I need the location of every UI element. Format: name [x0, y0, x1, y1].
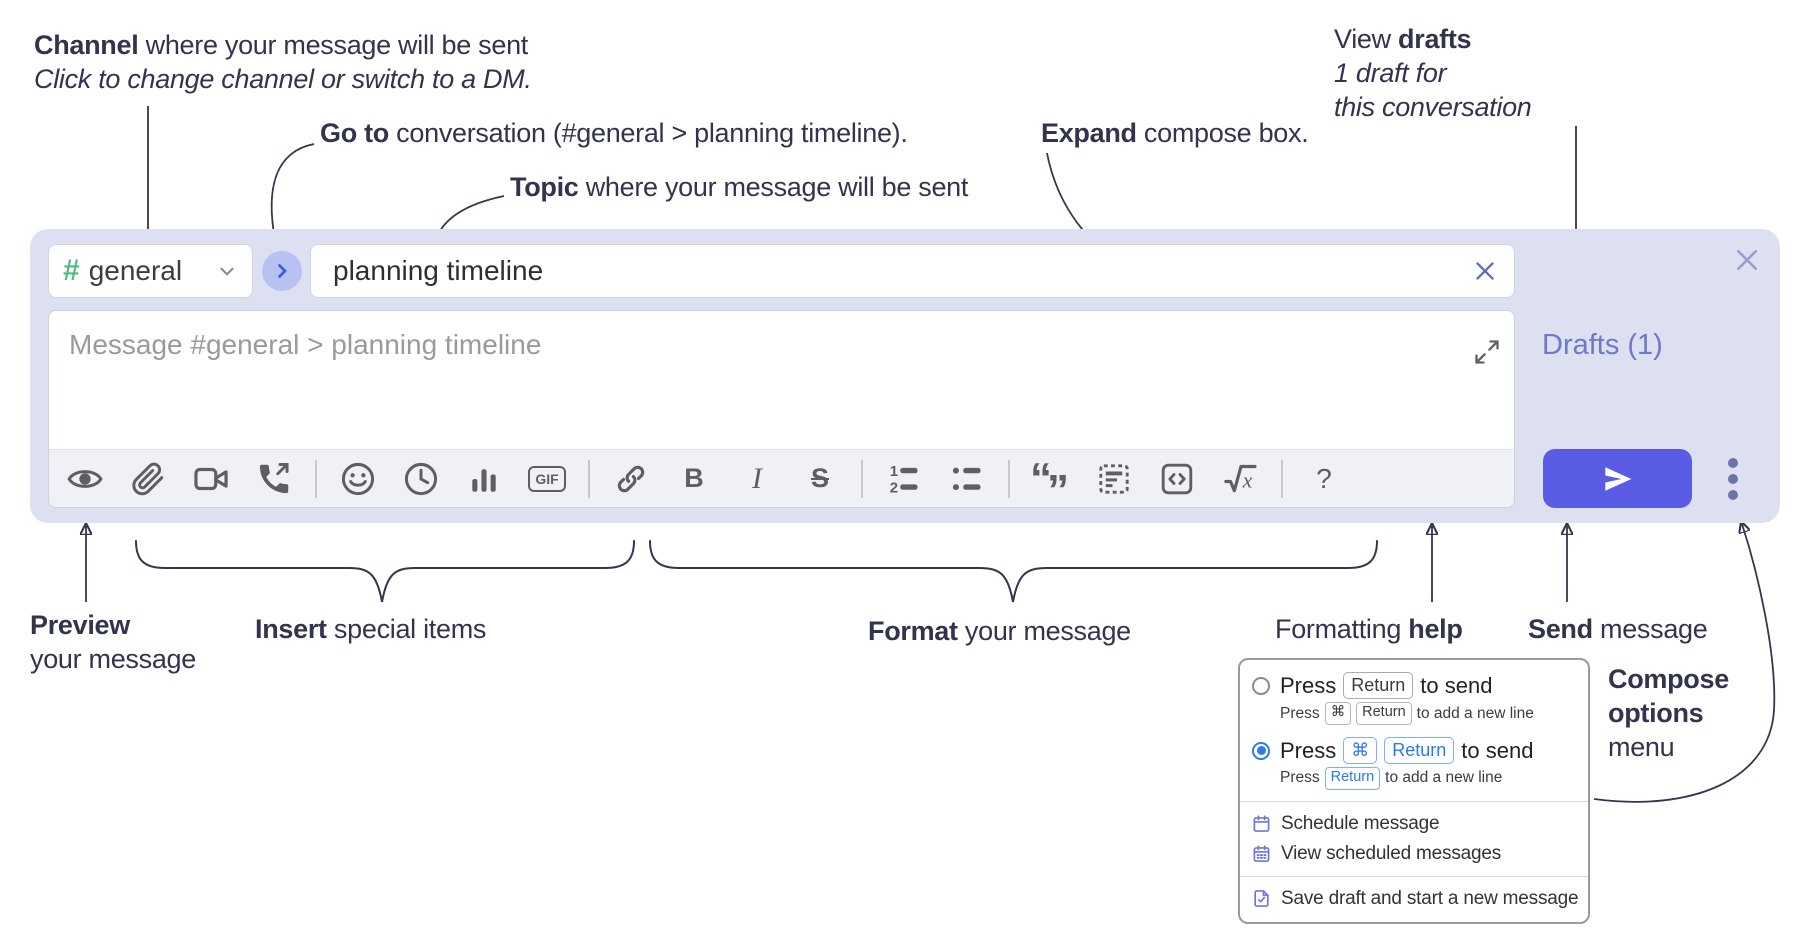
svg-text:1: 1	[890, 463, 898, 480]
compose-box: # general	[30, 229, 1780, 523]
return-key: Return	[1324, 767, 1381, 790]
preview-icon[interactable]	[63, 457, 107, 501]
preview-annotation: Preview your message	[30, 610, 196, 674]
radio-unselected-icon	[1252, 677, 1270, 695]
format-brace	[649, 540, 1378, 603]
channel-selector[interactable]: # general	[48, 244, 253, 298]
expand-compose-icon[interactable]	[1472, 337, 1502, 367]
send-message-annotation: Send message	[1528, 614, 1708, 644]
message-formatting-help-icon[interactable]: ?	[1316, 462, 1332, 494]
strikethrough-icon[interactable]: S	[810, 463, 829, 493]
svg-text:x: x	[1242, 468, 1253, 492]
compose-toolbar: GIF B I S 1 2	[49, 449, 1514, 507]
return-key: Return	[1356, 702, 1412, 725]
compose-options-ellipsis-icon[interactable]	[1720, 453, 1746, 505]
cmd-key: ⌘	[1343, 736, 1378, 765]
compose-options-annotation: Compose options menu	[1608, 664, 1729, 762]
chevron-down-icon	[216, 260, 238, 282]
toolbar-separator	[315, 459, 317, 498]
menu-divider	[1240, 800, 1588, 802]
topic-input[interactable]	[333, 255, 1472, 287]
spoiler-icon[interactable]	[1092, 457, 1136, 501]
audio-call-icon[interactable]	[252, 457, 296, 501]
close-compose-icon[interactable]	[1730, 243, 1764, 277]
link-icon[interactable]	[609, 457, 653, 501]
clear-topic-icon[interactable]	[1472, 258, 1498, 284]
chevron-right-icon	[278, 264, 287, 278]
code-icon[interactable]	[1155, 457, 1199, 501]
menu-option-return-to-send[interactable]: Press Return to send Press ⌘ Return to a…	[1240, 670, 1588, 729]
send-button[interactable]	[1543, 449, 1692, 508]
compose-options-menu: Press Return to send Press ⌘ Return to a…	[1238, 658, 1590, 924]
insert-brace	[135, 540, 635, 603]
quote-icon[interactable]: “”	[1030, 453, 1069, 508]
calendar-icon	[1253, 815, 1270, 833]
view-drafts-annotation: View drafts 1 draft for this conversatio…	[1334, 24, 1532, 122]
insert-annotation: Insert special items	[255, 614, 487, 644]
time-icon[interactable]	[399, 457, 443, 501]
menu-option-cmd-return-to-send[interactable]: Press ⌘ Return to send Press Return to a…	[1240, 735, 1588, 794]
go-to-conversation-button[interactable]	[262, 251, 302, 291]
format-annotation: Format your message	[868, 616, 1131, 646]
radio-selected-icon	[1252, 741, 1270, 760]
italic-icon[interactable]: I	[752, 461, 762, 495]
bold-icon[interactable]: B	[684, 463, 704, 493]
video-call-icon[interactable]	[189, 457, 233, 501]
gif-icon[interactable]: GIF	[525, 457, 569, 501]
cmd-key: ⌘	[1324, 702, 1352, 725]
menu-divider	[1240, 875, 1588, 877]
toolbar-separator	[1281, 459, 1283, 498]
bulleted-list-icon[interactable]	[945, 457, 989, 501]
topic-annotation: Topic where your message will be sent	[510, 172, 969, 202]
toolbar-separator	[588, 459, 590, 498]
numbered-list-icon[interactable]: 1 2	[882, 457, 926, 501]
message-area: GIF B I S 1 2	[48, 310, 1515, 508]
attach-file-icon[interactable]	[126, 457, 170, 501]
svg-text:2: 2	[890, 479, 898, 496]
toolbar-separator	[861, 459, 863, 498]
message-input[interactable]	[49, 311, 1514, 449]
drafts-link[interactable]: Drafts (1)	[1542, 329, 1663, 361]
menu-item-view-scheduled-messages[interactable]: View scheduled messages	[1240, 839, 1588, 869]
menu-item-schedule-message[interactable]: Schedule message	[1240, 809, 1588, 839]
channel-annotation: Channel where your message will be sent …	[34, 30, 532, 94]
formatting-help-annotation: Formatting help	[1275, 614, 1463, 644]
channel-name: general	[88, 255, 183, 286]
menu-item-save-draft-new-message[interactable]: Save draft and start a new message	[1240, 884, 1588, 914]
channel-hash-icon: #	[63, 254, 80, 287]
return-key: Return	[1343, 672, 1414, 700]
toolbar-separator	[1008, 459, 1010, 498]
goto-arrow	[272, 143, 315, 240]
calendar-grid-icon	[1253, 845, 1270, 863]
poll-icon[interactable]	[462, 457, 506, 501]
send-plane-icon	[1604, 466, 1631, 491]
goto-annotation: Go to conversation (#general > planning …	[320, 118, 908, 148]
math-icon[interactable]: x	[1218, 457, 1262, 501]
return-key: Return	[1384, 736, 1455, 765]
expand-annotation: Expand compose box.	[1041, 118, 1309, 148]
emoji-icon[interactable]	[336, 457, 380, 501]
draft-check-icon	[1254, 890, 1269, 908]
topic-field	[310, 244, 1515, 298]
